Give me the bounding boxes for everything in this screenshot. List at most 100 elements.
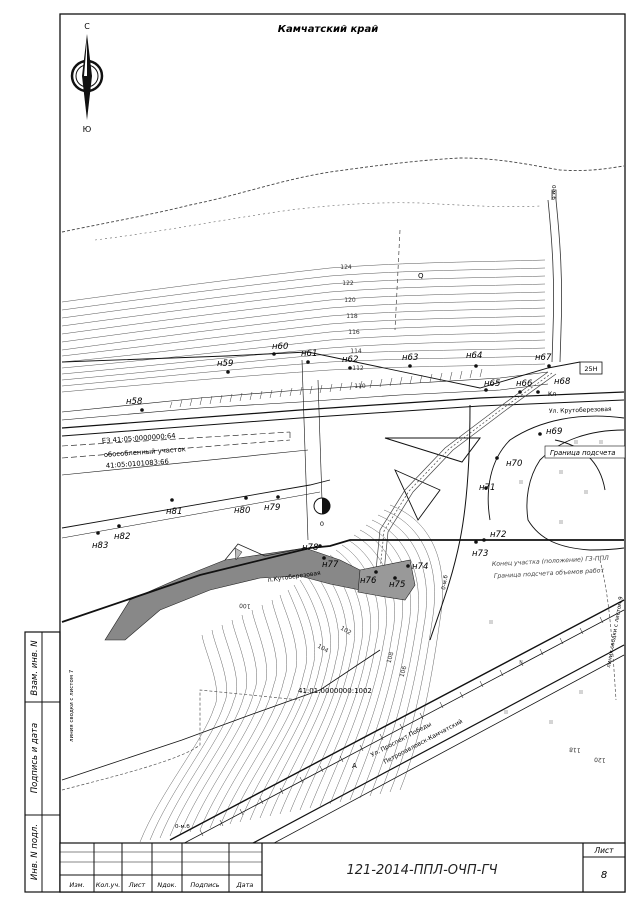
access-road-north <box>547 189 563 363</box>
point-marker <box>170 498 174 502</box>
svg-text:н71: н71 <box>479 483 495 493</box>
svg-text:н59: н59 <box>217 359 233 369</box>
title-block: Изм. Кол.уч. Лист Nдок. Подпись Дата 121… <box>59 842 626 893</box>
cadastre-label-3: 41:05:0101083:66 <box>106 458 169 470</box>
svg-text:н69: н69 <box>546 427 562 437</box>
axis-label-left: 0-м.б <box>175 824 190 830</box>
svg-text:н63: н63 <box>402 353 418 363</box>
svg-text:н80: н80 <box>234 506 250 516</box>
svg-text:120: 120 <box>594 755 606 763</box>
point-marker <box>495 456 499 460</box>
dashed-boundary-lower <box>61 689 301 791</box>
svg-text:120: 120 <box>344 297 356 304</box>
survey-points <box>96 352 551 580</box>
point-marker <box>547 364 551 368</box>
svg-text:116: 116 <box>348 329 360 336</box>
point-marker <box>226 370 230 374</box>
north-label: С <box>84 22 90 31</box>
point-marker <box>117 524 121 528</box>
svg-text:н62: н62 <box>342 355 358 365</box>
svg-text:112: 112 <box>352 365 364 372</box>
point-marker <box>96 531 100 535</box>
dashed-axis-upper <box>394 229 401 331</box>
parcel-boundary-lower-left <box>61 649 381 781</box>
sheet-number: 8 <box>601 870 607 881</box>
svg-text:н67: н67 <box>535 353 552 363</box>
svg-text:н68: н68 <box>554 377 571 387</box>
service-road-diagonal <box>375 371 557 573</box>
cadastre-main-label: 41:01:0000000:1002 <box>298 687 372 695</box>
north-arrow-icon: С Ю <box>70 22 104 134</box>
col-kol-uch: Кол.уч. <box>96 881 121 889</box>
border-count-label: Граница подсчета <box>550 449 615 457</box>
point-marker <box>536 390 540 394</box>
svg-text:н70: н70 <box>506 459 522 469</box>
planned-zone-note-2: Граница подсчета объемов работ <box>494 566 605 580</box>
stamp-podpis: Подпись и дата <box>30 723 40 793</box>
svg-text:108: 108 <box>386 651 396 664</box>
railway-diagonal <box>169 599 625 857</box>
svg-text:н76: н76 <box>360 576 377 586</box>
svg-text:н81: н81 <box>166 507 182 517</box>
svg-text:118: 118 <box>569 745 581 753</box>
svg-text:н65: н65 <box>484 379 500 389</box>
svg-text:н64: н64 <box>466 351 482 361</box>
svg-text:124: 124 <box>340 264 352 271</box>
document-code: 121-2014-ППЛ-ОЧП-ГЧ <box>346 863 497 878</box>
col-list: Лист <box>128 881 146 889</box>
svg-text:122: 122 <box>342 280 354 287</box>
point-labels: н58 н59 н60 н61 н62 н63 н64 н65 н66 н67 … <box>92 342 571 590</box>
svg-text:100: 100 <box>239 601 251 609</box>
point-marker <box>538 432 542 436</box>
sheet-ref-left: линия сводки с листом 7 <box>69 669 75 742</box>
axis-label-mid: 0-м.б <box>441 574 450 590</box>
svg-text:н58: н58 <box>126 397 143 407</box>
svg-text:н77: н77 <box>322 560 339 570</box>
forest-boundary-mid <box>94 202 541 241</box>
contour-lines-lower <box>139 504 443 843</box>
point-marker <box>374 570 378 574</box>
cadastre-label-1: ЕЗ 41:05:0000000:64 <box>102 432 176 445</box>
planned-area-fill <box>104 543 416 641</box>
stamp-vzam: Взам. инв. N <box>30 640 40 696</box>
svg-text:н79: н79 <box>264 503 280 513</box>
point-marker <box>406 564 410 568</box>
planned-zone-note-1: Конец участка (положение) ГЗ-ППЛ <box>492 555 610 568</box>
letter-q: Q <box>418 272 424 280</box>
vegetation-symbols <box>489 440 603 724</box>
svg-text:н83: н83 <box>92 541 108 551</box>
svg-text:25Н: 25Н <box>584 365 597 373</box>
south-label: Ю <box>83 125 92 134</box>
col-ndok: Nдок. <box>157 881 176 889</box>
region-title: Камчатский край <box>278 24 378 35</box>
svg-text:н78: н78 <box>302 543 319 553</box>
svg-text:н72: н72 <box>490 530 506 540</box>
point-marker <box>484 486 488 490</box>
contour-lines-upper <box>61 259 546 393</box>
svg-text:н74: н74 <box>412 562 428 572</box>
point-marker <box>272 352 276 356</box>
railway-ties <box>199 616 604 837</box>
building-25n: 25Н <box>579 361 603 375</box>
svg-text:114: 114 <box>350 348 362 355</box>
road-label-north: 0-м.б <box>550 185 556 200</box>
col-podpis: Подпись <box>190 881 219 889</box>
svg-text:н66: н66 <box>516 379 533 389</box>
point-marker <box>474 364 478 368</box>
point-marker <box>140 408 144 412</box>
point-marker <box>244 496 248 500</box>
main-road-upper <box>61 391 625 459</box>
svg-text:н60: н60 <box>272 342 288 352</box>
point-marker <box>393 576 397 580</box>
svg-text:106: 106 <box>399 665 409 678</box>
parcel-boundaries-upper <box>61 351 581 421</box>
svg-text:н82: н82 <box>114 532 130 542</box>
point-marker <box>318 544 322 548</box>
svg-text:118: 118 <box>346 313 358 320</box>
point-marker <box>276 495 280 499</box>
point-marker <box>408 364 412 368</box>
cadastre-label-2: обособленный участок <box>104 445 186 459</box>
parcel-boundaries-middle <box>61 359 331 541</box>
point-marker <box>348 366 352 370</box>
